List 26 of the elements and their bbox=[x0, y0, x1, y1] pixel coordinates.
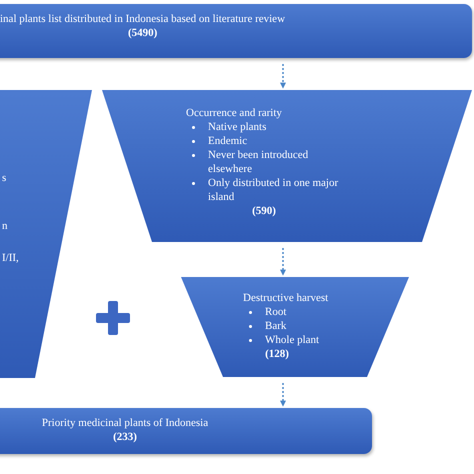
node-text: (233) bbox=[113, 430, 137, 444]
arrow bbox=[280, 248, 286, 276]
node-text: s bbox=[2, 171, 6, 186]
node-text: n bbox=[2, 219, 8, 234]
node-text: Root bbox=[265, 305, 286, 319]
arrow bbox=[280, 383, 286, 407]
node-text: Native plants bbox=[208, 120, 266, 134]
node-text: Never been introduced elsewhere bbox=[208, 148, 310, 176]
node-text: Endemic bbox=[208, 134, 248, 148]
filter-trapezoid bbox=[181, 277, 409, 377]
node-text: (128) bbox=[265, 348, 289, 360]
process-box bbox=[0, 408, 372, 454]
node-text: Priority medicinal plants of Indonesia bbox=[42, 416, 208, 430]
node-text: (5490) bbox=[127, 26, 158, 40]
node-text: (590) bbox=[252, 205, 276, 217]
node-text: I/II, bbox=[2, 251, 19, 266]
node-text: Only distributed in one major island bbox=[208, 176, 340, 204]
arrow bbox=[280, 64, 286, 89]
node-text: Bark bbox=[265, 319, 286, 333]
filter-trapezoid bbox=[0, 90, 92, 378]
node-text: Whole plant bbox=[265, 333, 320, 347]
node-text: Destructive harvest bbox=[243, 291, 328, 305]
node-text: inal plants list distributed in Indonesia based on literature review bbox=[0, 12, 286, 26]
node-text: Occurrence and rarity bbox=[186, 106, 282, 120]
process-box bbox=[0, 4, 472, 58]
filter-trapezoid bbox=[102, 90, 472, 242]
